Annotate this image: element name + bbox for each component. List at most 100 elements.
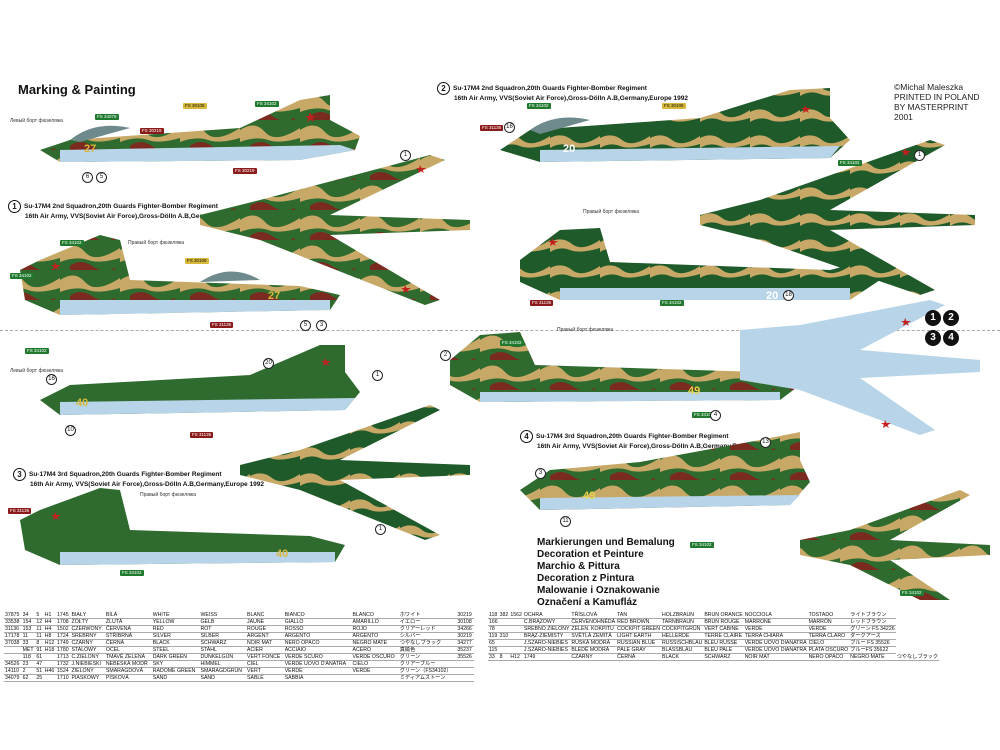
paint-cell: つやなしブラック xyxy=(895,653,940,661)
paint-cell: BLACK xyxy=(660,653,704,661)
fs-code-chip: FS 31136 xyxy=(190,432,214,438)
aircraft-profile-2-right xyxy=(520,228,880,300)
fs-code-chip: FS 30219 xyxy=(233,168,257,174)
fs-code-chip: FS 31136 xyxy=(210,322,234,328)
paint-cell: HOLZBRAUN xyxy=(660,612,704,619)
paint-cell: VERDE UOVO DIANATRA xyxy=(743,639,808,647)
paint-cell: H4 xyxy=(43,618,57,626)
paint-cell: BIANCO xyxy=(283,612,352,619)
paint-cell: 119 xyxy=(488,632,499,640)
paint-cell: SABLE xyxy=(246,674,284,682)
paint-cell: 1708 xyxy=(56,618,71,626)
paint-cell: 153 xyxy=(21,625,36,633)
paint-cell: グリーン FS 34226 xyxy=(849,625,896,633)
paint-cell: 61 xyxy=(35,653,44,661)
paint-cell: GIALLO xyxy=(283,618,352,626)
paint-cell: LIGHT EARTH xyxy=(616,632,661,640)
paint-cell xyxy=(456,674,474,682)
paint-cell: ブルーFS 35622 xyxy=(849,646,896,654)
paint-cell: RUSSIAN BLUE xyxy=(616,639,661,647)
paint-cell: 34277 xyxy=(456,639,474,647)
paint-cell: 1524 xyxy=(56,667,71,675)
fs-code-chip: FS 34079 xyxy=(95,114,119,120)
paint-cell: 23 xyxy=(21,660,36,668)
fs-code-chip: FS 34102 xyxy=(838,160,862,166)
paint-cell: ACERO xyxy=(351,646,399,654)
paint-cell: 31136 xyxy=(4,625,22,633)
paint-cell: SILVER xyxy=(151,632,200,640)
paint-cell: 118 xyxy=(488,612,499,619)
paint-cell: VERT xyxy=(246,667,284,675)
multilanguage-line: Marchio & Pittura xyxy=(537,561,620,572)
paint-cell: ZELEN. KOKPITU xyxy=(570,625,617,633)
callout-marker: 5 xyxy=(300,320,311,331)
aircraft-profile-3-right xyxy=(20,488,345,565)
paint-cell: 166 xyxy=(488,618,499,626)
paint-cell: ダークアース xyxy=(849,632,896,640)
paint-cell: ARGENT xyxy=(246,632,284,640)
paint-cell: 5 xyxy=(35,612,44,619)
divider xyxy=(0,330,440,331)
paint-cell: 310 xyxy=(498,632,510,640)
paint-cell xyxy=(509,639,523,647)
paint-cell: ライトブラウン xyxy=(849,612,896,619)
callout-marker: 20 xyxy=(263,358,274,369)
paint-cell: ACCIAIO xyxy=(283,646,352,654)
paint-cell: 47 xyxy=(35,660,44,668)
callout-marker: 3 xyxy=(535,468,546,479)
paint-cell: CZARNY xyxy=(70,639,105,647)
paint-cell: レッドブラウン xyxy=(849,618,896,626)
paint-cell: シルバー xyxy=(398,632,457,640)
tail-number: 27 xyxy=(268,290,281,302)
paint-cell: TMAVĚ ZELENÁ xyxy=(104,653,152,661)
paint-cell: HELLERDE xyxy=(660,632,704,640)
paint-cell: BLANCO xyxy=(351,612,399,619)
fs-code-chip: FS 34102 xyxy=(60,240,84,246)
paint-cell: NOIR MAT xyxy=(743,653,808,661)
paint-cell: 1710 xyxy=(56,674,71,682)
paint-cell: 1749 xyxy=(56,639,71,647)
scheme-selector-item: 3 xyxy=(925,330,941,346)
paint-cell: NEGRO MATE xyxy=(849,653,896,661)
paint-cell: 17178 xyxy=(4,632,22,640)
paint-cell: SMARAGDGRÜN xyxy=(199,667,247,675)
paint-cell: 1562 xyxy=(509,612,523,619)
paint-cell: 65 xyxy=(488,639,499,647)
paint-cell: SREBRNY xyxy=(70,632,105,640)
paint-cell: H1 xyxy=(43,612,57,619)
paint-cell: ARGENTO xyxy=(351,632,399,640)
right-side-label: Правый борт фюзеляжа xyxy=(557,327,614,333)
aircraft-profile-4-left xyxy=(450,332,800,402)
aircraft-topview-2 xyxy=(700,140,975,295)
paint-cell: PIASKOWY xyxy=(70,674,105,682)
paint-cell: NOIR MAT xyxy=(246,639,284,647)
caption-line: Su-17M4 3rd Squadron,20th Guards Fighter… xyxy=(536,433,729,441)
paint-cell: ČERVENOHNĚDÁ xyxy=(570,618,617,626)
paint-cell: STALOWY xyxy=(70,646,105,654)
paint-cell: TŘÍSLOVÁ xyxy=(570,612,617,619)
paint-cell: PLATA OSCURO xyxy=(807,646,850,654)
fs-code-chip: FS 34102 xyxy=(255,101,279,107)
fs-code-chip: FS 34102 xyxy=(10,273,34,279)
paint-cell: 1780 xyxy=(56,646,71,654)
paint-cell xyxy=(43,674,57,682)
paint-cell: 30219 xyxy=(456,632,474,640)
fs-code-chip: FS 30108 xyxy=(662,103,686,109)
tail-number: 49 xyxy=(688,385,701,397)
paint-cell: WEISS xyxy=(199,612,247,619)
paint-cell: つやなしブラック xyxy=(398,639,457,647)
callout-marker: 13 xyxy=(760,437,771,448)
page-title: Marking & Painting xyxy=(18,82,136,97)
paint-cell: 11 xyxy=(35,632,44,640)
paint-cell: 30108 xyxy=(456,618,474,626)
aircraft-topview-3 xyxy=(240,405,470,540)
